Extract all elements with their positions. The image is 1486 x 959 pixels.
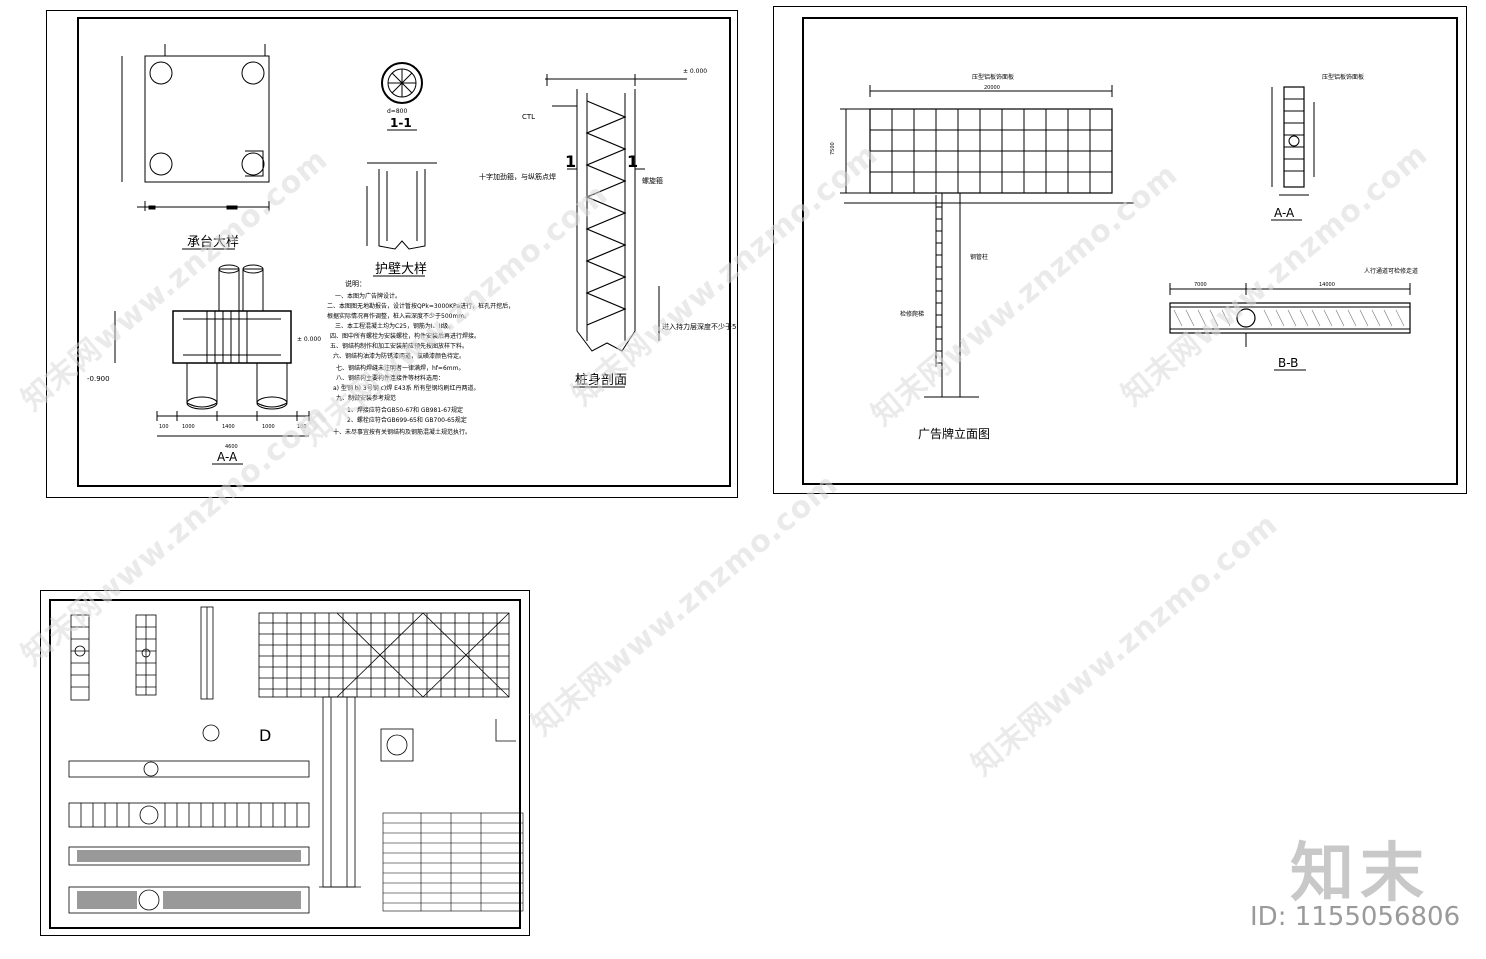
cap-plan [121, 44, 270, 211]
hatched-strips [77, 850, 301, 909]
note-7: 六、钢结构油漆为防锈漆两道，氯磺漆颜色待定。 [333, 352, 465, 360]
drawing-sheet-steel-structure: D [40, 590, 530, 936]
note-4: 三、本工程混凝土均为C25，钢筋为I、II级。 [335, 322, 454, 330]
section-bb-label: B-B [1278, 356, 1298, 370]
pier-detail-title: 护壁大样 [375, 262, 427, 277]
label-spiral: 螺旋箍 [642, 176, 663, 185]
note-14: 十、未尽事宜按有关钢结构及钢筋混凝土规范执行。 [333, 428, 471, 436]
billboard-section-bb [1169, 283, 1411, 347]
note-10: a) 型钢 b) 3号钢 c)焊 E43系 所有型钢均刷红丹两道。 [333, 384, 480, 392]
dim-bb-right: 14000 [1319, 282, 1335, 288]
foundation-drawing: 承台大样 d=800 1-1 护壁大样 [87, 44, 737, 465]
billboard-elevation [840, 85, 1134, 398]
notes-title: 说明： [345, 279, 366, 288]
bb-hatch [1173, 309, 1405, 327]
note-9: 八、钢结构主要构件连接件等材料选用： [336, 374, 444, 382]
cap-dim-3: 1400 [222, 424, 235, 430]
note-5: 四、图中所有螺栓为安装螺栓，构件安装后再进行焊接。 [330, 332, 480, 340]
pier-detail [366, 162, 437, 250]
material-table [382, 812, 524, 912]
column-details [70, 606, 214, 701]
elev-0000-cap: ± 0.000 [297, 336, 321, 343]
cap-dims-bottom: 100 1000 1400 1000 100 4600 [159, 424, 307, 450]
marker-d: D [259, 726, 271, 745]
cap-detail-title: 承台大样 [187, 235, 239, 250]
watermark-stamp: 知末网www.znzmo.com [965, 506, 1285, 783]
label-column: 钢管柱 [970, 253, 988, 261]
section-mark-1a: 1 [565, 152, 576, 171]
label-pile-end: 进入持力层深度不少于500 [662, 322, 737, 331]
billboard-framing [258, 612, 510, 888]
steel-drawing: D [68, 606, 524, 914]
note-12: 1、焊接应符合GB50-67和 GB981-67规定 [347, 406, 463, 414]
ctl-label: CTL [522, 113, 535, 121]
note-13: 2、螺栓应符合GB699-65和 GB700-65规定 [347, 416, 467, 424]
section-aa-label: A-A [1274, 206, 1295, 220]
cap-section-aa [114, 264, 310, 437]
label-ring: 十字加劲箍，与纵筋点焊 [479, 172, 556, 181]
section-11-circle [381, 62, 423, 104]
sheet-frame [802, 17, 1458, 485]
cap-dim-1: 100 [159, 424, 169, 430]
resource-id-label: ID: 1155056806 [1250, 902, 1461, 932]
cap-dim-2: 1000 [182, 424, 195, 430]
section-mark-1b: 1 [627, 152, 638, 171]
note-11: 九、制做安装参考规范 [336, 394, 396, 402]
brand-watermark: 知末 [1290, 837, 1430, 911]
elevation-title: 广告牌立面图 [918, 426, 990, 441]
elev-0900: -0.900 [87, 375, 110, 383]
cap-dim-total: 4600 [225, 444, 238, 450]
cap-aa-title: A-A [217, 450, 238, 464]
note-6: 五、钢结构制作和加工安装前应预先按图放样下料。 [330, 342, 468, 350]
label-walkway: 人行通道可检修走道 [1364, 267, 1418, 275]
design-notes: 说明： 一、本图为广告牌设计。 二、本图图无地勘报告，设计暂按QPk=3000K… [327, 279, 514, 436]
sheet-frame [49, 599, 521, 929]
section-11-label: 1-1 [390, 116, 412, 130]
beam-plans [68, 760, 310, 914]
note-8: 七、钢结构焊缝未注明者一律满焊，hf=6mm。 [336, 364, 464, 372]
pile-section-title: 桩身剖面 [575, 372, 627, 388]
drawing-sheet-foundation: 承台大样 d=800 1-1 护壁大样 [46, 10, 738, 498]
drawing-sheet-elevation: 压型铝板饰面板 20000 7500 钢管柱 检修爬梯 广告牌立面图 压型铝板饰… [773, 6, 1467, 494]
label-panel-aa: 压型铝板饰面板 [1322, 73, 1364, 81]
label-ladder: 检修爬梯 [900, 310, 924, 318]
note-1: 一、本图为广告牌设计。 [335, 292, 401, 300]
dim-height: 7500 [830, 142, 836, 155]
cap-dim-4: 1000 [262, 424, 275, 430]
cap-dim-5: 100 [297, 424, 307, 430]
note-2: 二、本图图无地勘报告，设计暂按QPk=3000KPa进行，桩孔开挖后， [327, 302, 514, 310]
dim-bb-left: 7000 [1194, 282, 1207, 288]
node-details [202, 719, 516, 762]
elev-0000-pile: ± 0.000 [683, 68, 707, 75]
elevation-drawing: 压型铝板饰面板 20000 7500 钢管柱 检修爬梯 广告牌立面图 压型铝板饰… [830, 73, 1418, 441]
pile-section [545, 74, 687, 352]
watermark-stamp: 知末网www.znzmo.com [525, 466, 845, 743]
billboard-section-aa [1271, 86, 1315, 196]
label-panel: 压型铝板饰面板 [972, 73, 1014, 81]
dim-d800: d=800 [387, 108, 407, 115]
dim-width: 20000 [984, 85, 1000, 91]
sheet-frame [77, 17, 731, 487]
note-3: 根据实际情况再作调整，桩入岩深度不少于500mm。 [327, 312, 470, 320]
